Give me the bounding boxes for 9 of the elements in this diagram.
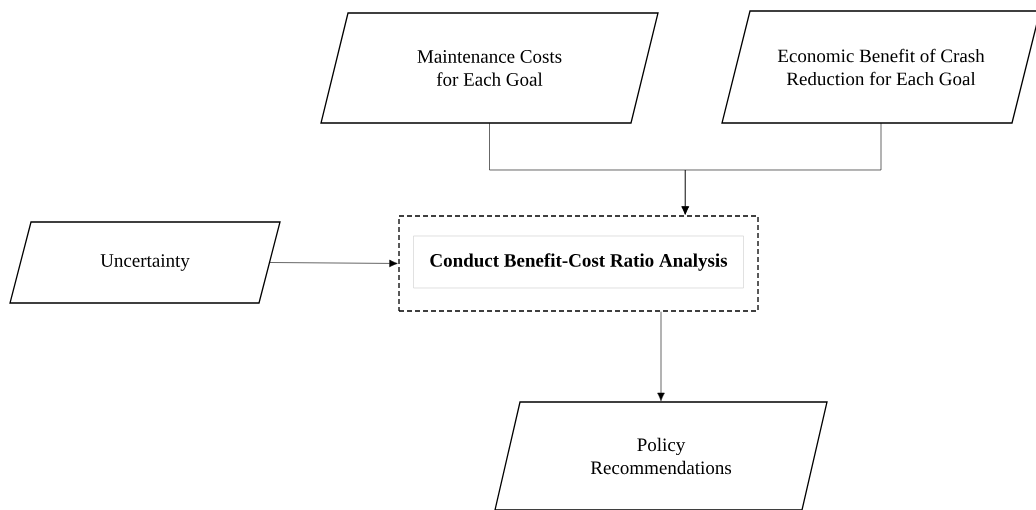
input-parallelogram: Policy Recommendations: [494, 401, 828, 510]
arrow: [681, 122, 882, 215]
process-box: Conduct Benefit-Cost Ratio Analysis: [413, 235, 744, 289]
arrow: [269, 259, 398, 268]
arrow: [657, 311, 665, 402]
input-parallelogram: Economic Benefit of Crash Reduction for Each Goal: [721, 10, 1036, 124]
dashed-frame: [398, 215, 759, 312]
input-parallelogram: Uncertainty: [9, 221, 281, 304]
input-parallelogram: Maintenance Costs for Each Goal: [320, 12, 659, 124]
